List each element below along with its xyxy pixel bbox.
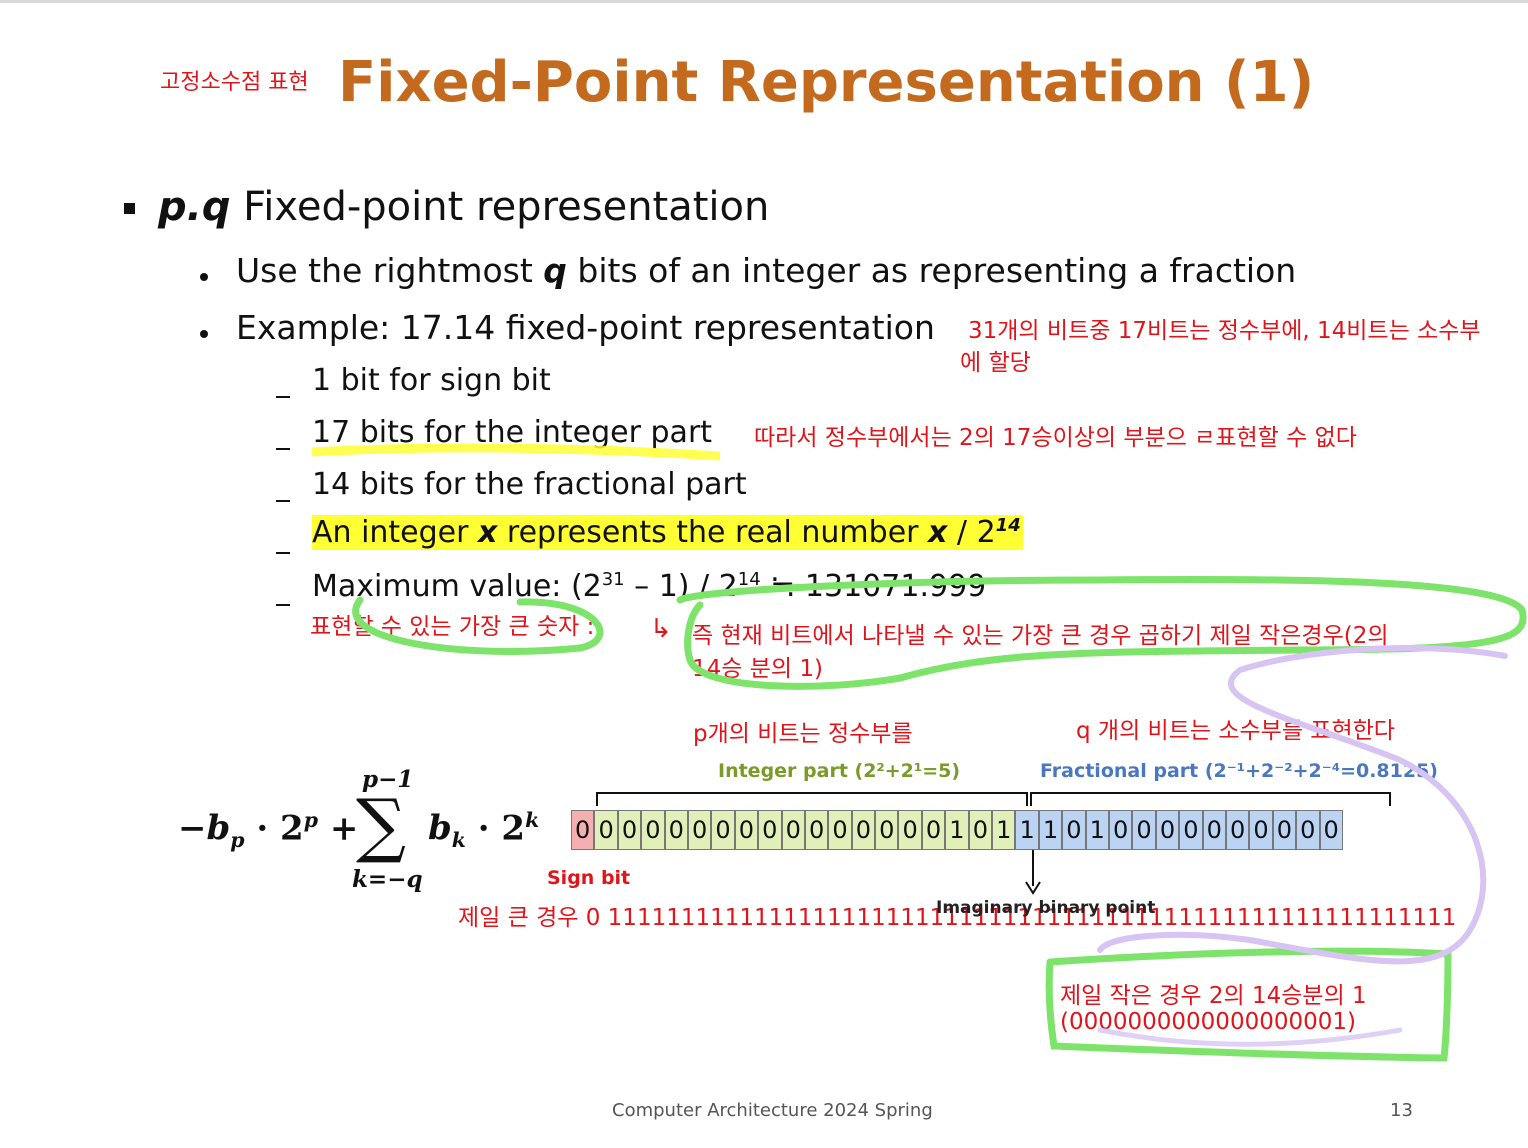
dash-bullet-icon [276,383,290,402]
integer-bit-cell: 0 [687,810,712,850]
fractional-part-label: Fractional part (2⁻¹+2⁻²+2⁻⁴=0.8125) [1040,760,1438,782]
fraction-bit-cell: 1 [1085,810,1109,850]
integer-bit-cell: 0 [711,810,735,850]
real-sup: 14 [995,515,1021,536]
fraction-bracket [1030,792,1391,806]
sum-lower-limit: k=−q [352,866,423,893]
integer-part-label: Integer part (2²+2¹=5) [718,760,961,782]
fraction-bit-cell: 0 [1202,810,1226,850]
integer-bit-cell: 0 [921,810,946,850]
integer-bit-cell: 0 [968,810,993,850]
integer-bit-cell: 0 [781,810,805,850]
real-text-b: represents the real number [497,515,929,550]
dash-bullet-icon [276,435,290,454]
square-bullet-icon [124,199,135,218]
fraction-bit-cell: 0 [1249,810,1273,850]
page-number: 13 [1390,1100,1413,1121]
note-p-bits: p개의 비트는 정수부를 [693,721,913,747]
bullet-pq-text: Fixed-point representation [230,184,770,230]
dash-bullet-icon [276,591,290,610]
dot-bullet-icon [200,323,208,342]
note-bit-allocation-2: 에 할당 [960,350,1031,376]
max-sup1: 31 [601,569,625,590]
fraction-part-item: 14 bits for the fractional part [312,467,747,502]
pq-label: p.q [158,184,231,230]
integer-bit-cell: 1 [945,810,969,850]
integer-bit-cell: 0 [898,810,922,850]
note-integer-limit: 따라서 정수부에서는 2의 17승이상의 부분으 ㄹ표현할 수 없다 [754,425,1357,451]
fraction-bit-cell: 0 [1296,810,1320,850]
title-annotation: 고정소수점 표현 [160,70,309,95]
rightmost-text-a: Use the rightmost [236,251,544,290]
binary-point-label: Imaginary binary point [936,898,1156,918]
sign-bit-item: 1 bit for sign bit [312,363,551,398]
bullet-pq: p.q Fixed-point representation [158,184,769,230]
max-text-c: ≒ 131071.999 [760,569,987,604]
dot-bullet-icon [200,266,208,285]
real-text-c: / 2 [947,515,996,550]
sum-upper-limit: p−1 [362,766,414,793]
note-q-bits: q 개의 비트는 소수부를 표현한다 [1076,718,1395,744]
fraction-bit-cell: 0 [1062,810,1086,850]
integer-bit-cell: 0 [734,810,759,850]
dash-bullet-icon [276,487,290,506]
real-text-a: An integer [312,515,479,550]
sign-bit-cell: 0 [571,810,595,850]
real-x: x [478,515,498,550]
integer-bit-cell: 0 [875,810,899,850]
footer-course: Computer Architecture 2024 Spring [612,1100,933,1121]
fraction-bit-cell: 0 [1108,810,1133,850]
integer-bit-cell: 0 [641,810,665,850]
page-title: Fixed-Point Representation (1) [338,50,1315,115]
rightmost-bits-line: Use the rightmost q bits of an integer a… [236,251,1296,290]
binary-point-arrow-icon [1025,881,1041,895]
note-max-explain-1: 즉 현재 비트에서 나타낼 수 있는 가장 큰 경우 곱하기 제일 작은경우(2… [692,623,1389,649]
note-max-number: 표현할 수 있는 가장 큰 숫자 : [310,614,595,640]
fraction-bit-cell: 0 [1225,810,1250,850]
formula-right: bk · 2k [428,808,540,853]
max-value-item: Maximum value: (231 – 1) / 214 ≒ 131071.… [312,569,986,604]
example-line: Example: 17.14 fixed-point representatio… [236,308,935,347]
fraction-bit-cell: 1 [1038,810,1063,850]
integer-bit-cell: 0 [594,810,618,850]
integer-bracket [596,792,1028,806]
integer-bit-cell: 0 [758,810,782,850]
real-number-item: An integer x represents the real number … [312,515,1023,550]
fraction-bit-cell: 0 [1272,810,1297,850]
fraction-bit-cell: 0 [1179,810,1203,850]
integer-bit-cell: 0 [804,810,829,850]
integer-bit-cell: 0 [617,810,642,850]
rightmost-text-c: bits of an integer as representing a fra… [566,251,1297,290]
fraction-bit-cell: 1 [1015,810,1039,850]
integer-bit-cell: 0 [828,810,852,850]
q-var: q [543,251,567,290]
integer-bit-cell: 0 [851,810,876,850]
integer-bit-cell: 0 [664,810,688,850]
integer-part-item: 17 bits for the integer part [312,415,713,450]
real-expr-x: x [928,515,948,550]
sum-sigma-icon: ∑ [356,784,406,866]
note-smallest-case-1: 제일 작은 경우 2의 14승분의 1 [1060,983,1367,1009]
fraction-bit-cell: 0 [1155,810,1180,850]
dash-bullet-icon [276,539,290,558]
max-sup2: 14 [737,569,761,590]
max-text-b: – 1) / 2 [624,569,738,604]
max-text-a: Maximum value: (2 [312,569,602,604]
integer-bit-cell: 1 [992,810,1016,850]
note-bit-allocation-1: 31개의 비트중 17비트는 정수부에, 14비트는 소수부 [968,318,1481,344]
return-arrow-icon: ↳ [650,614,672,644]
fraction-bit-cell: 0 [1132,810,1156,850]
fraction-bit-cell: 0 [1319,810,1343,850]
top-border [0,0,1528,3]
note-smallest-case-2: (0000000000000000001) [1060,1009,1356,1035]
formula-left: −bp · 2p + [178,808,359,853]
sign-bit-label: Sign bit [547,867,631,889]
note-max-explain-2: 14승 분의 1) [692,656,823,682]
